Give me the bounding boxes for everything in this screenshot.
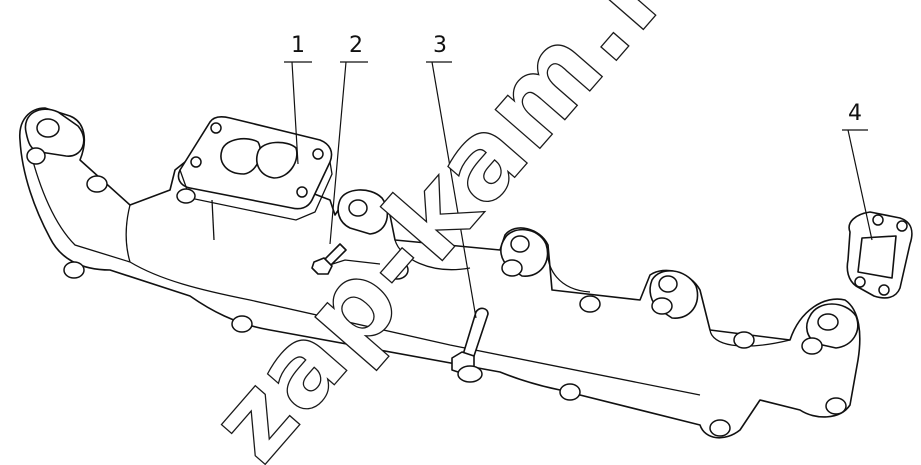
leader-2 [329,61,368,245]
bolt-icon [311,243,347,275]
callout-3: 3 [433,33,447,58]
gasket-icon [846,211,913,299]
leader-lines [284,61,873,319]
leader-1 [284,61,312,165]
long-bolt-icon [451,307,489,383]
callout-2: 2 [349,33,363,58]
exhaust-manifold-icon [19,107,861,439]
callout-1: 1 [291,33,305,58]
leader-4 [842,129,873,241]
leader-3 [426,61,477,319]
callout-4: 4 [848,101,862,126]
